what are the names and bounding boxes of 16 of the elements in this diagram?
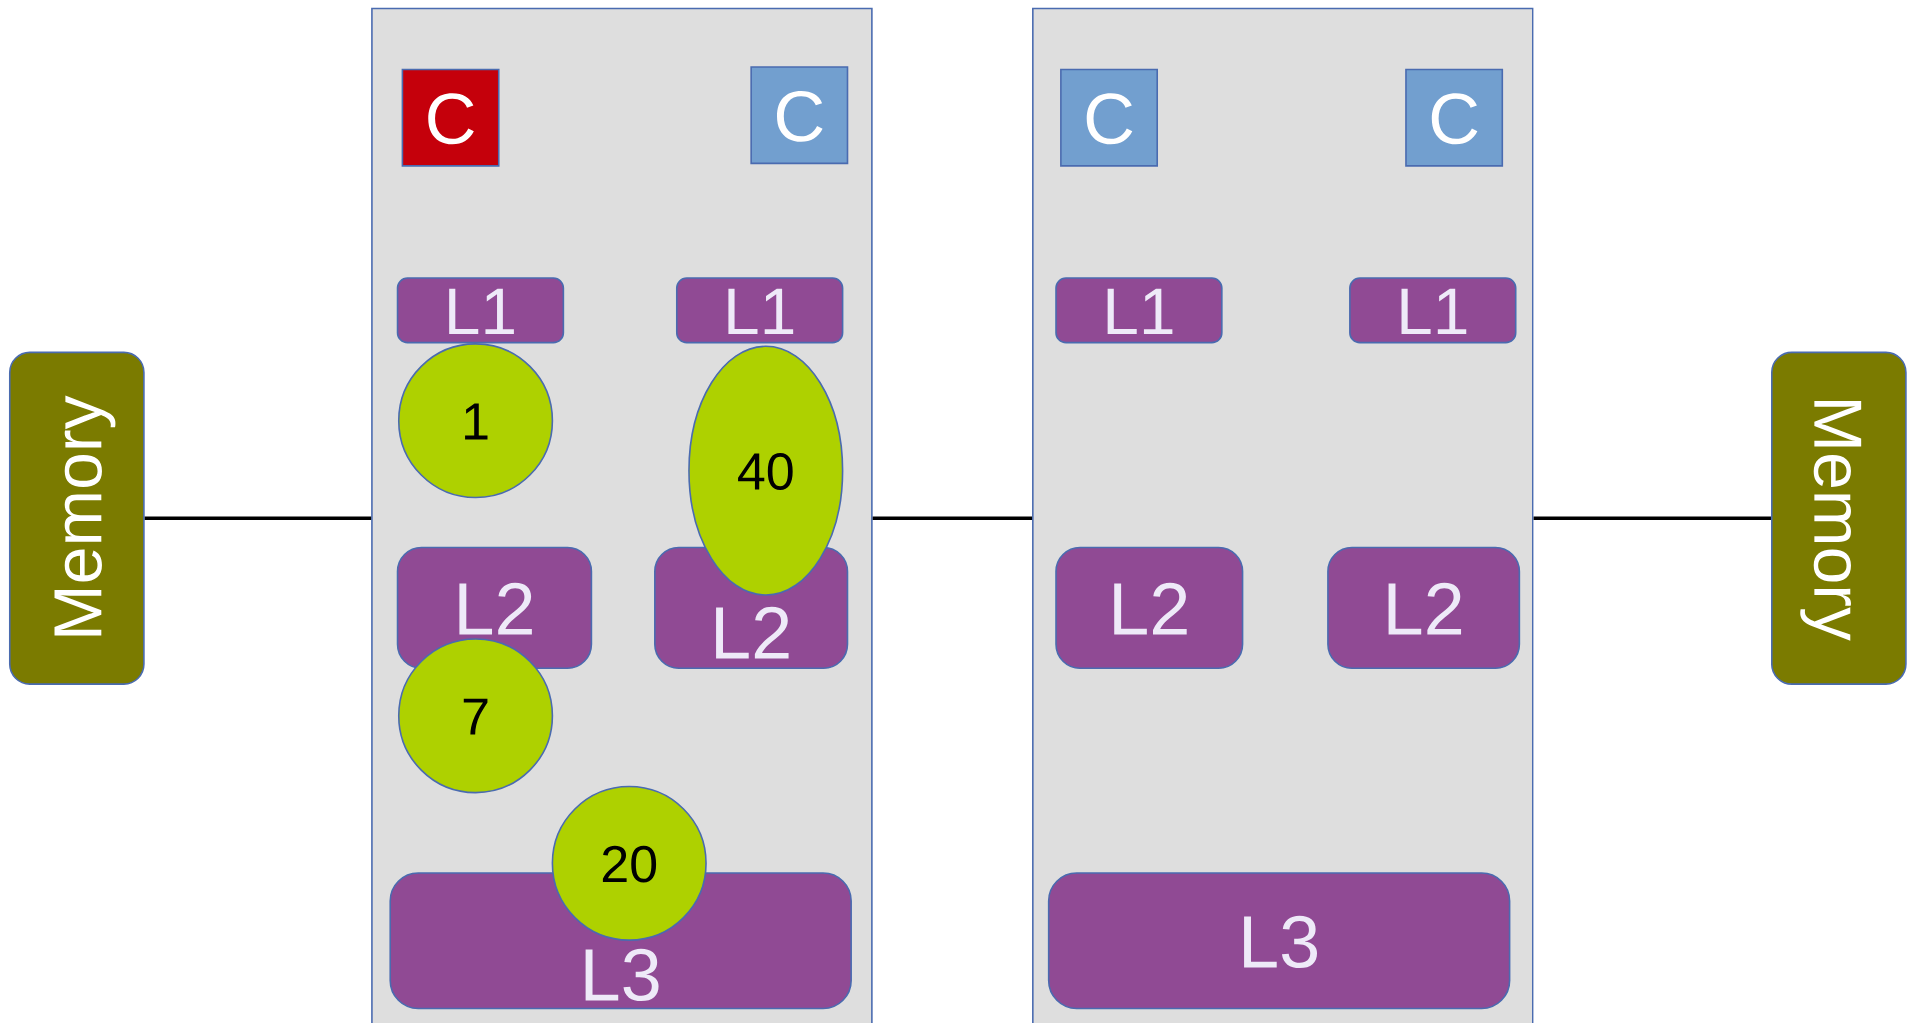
core-box: C — [1060, 68, 1158, 167]
connector-line — [872, 516, 1033, 520]
cache-box: L2 — [1327, 546, 1521, 669]
cache-box: L1 — [396, 277, 565, 344]
memory-box: Memory — [8, 351, 145, 685]
core-box: C — [750, 66, 849, 165]
cache-box: L1 — [675, 277, 844, 344]
cache-box: L3 — [1047, 872, 1511, 1010]
core-box: C — [401, 68, 500, 167]
cache-box: L1 — [1349, 277, 1517, 344]
connector-line — [144, 516, 372, 520]
cache-box: L2 — [1055, 546, 1244, 669]
core-box: C — [1405, 68, 1504, 167]
memory-box: Memory — [1771, 351, 1907, 685]
connector-line — [1533, 516, 1771, 520]
cache-box: L1 — [1055, 277, 1223, 344]
